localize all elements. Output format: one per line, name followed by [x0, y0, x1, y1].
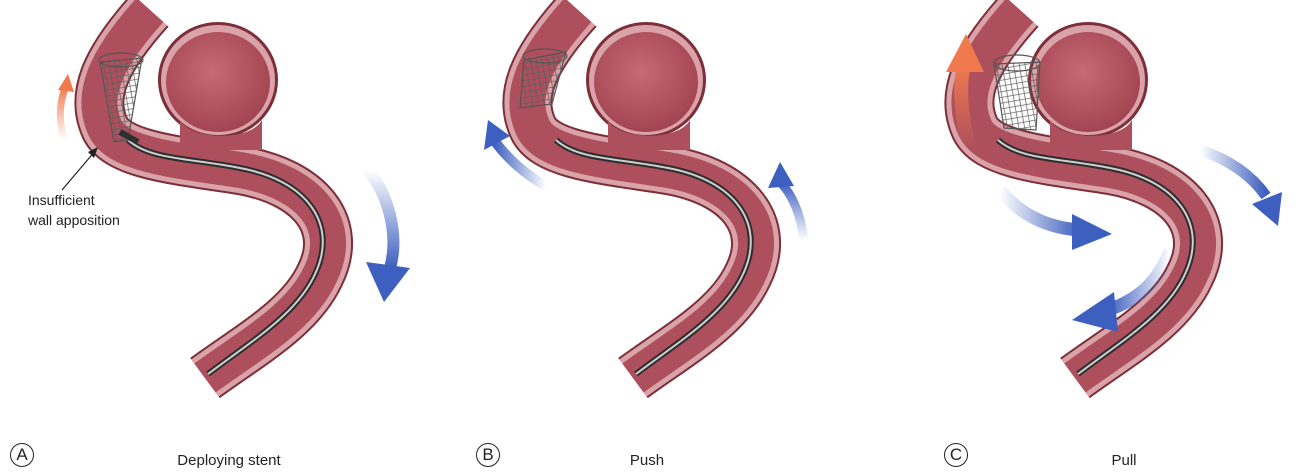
annotation-line-1: Insufficient [28, 190, 120, 210]
panel-letter-a: A [10, 443, 34, 467]
vessel-panel-c [946, 10, 1282, 378]
stent [994, 62, 1040, 130]
caption-panel-a: Deploying stent [177, 452, 280, 469]
annotation-line-2: wall apposition [28, 210, 120, 230]
blue-arrow-icon [368, 170, 393, 268]
orange-arrow-icon [961, 64, 970, 150]
panel-letter-b: B [476, 443, 500, 467]
orange-arrow-icon [60, 86, 66, 140]
blue-arrow-icon [1000, 190, 1080, 230]
panel-letter-c: C [944, 443, 968, 467]
blue-arrow-icon [1200, 150, 1266, 196]
annotation-pointer [62, 150, 96, 190]
caption-panel-c: Pull [1111, 452, 1136, 469]
annotation-label: Insufficient wall apposition [28, 190, 120, 230]
vessel-panel-b [484, 10, 804, 378]
caption-panel-b: Push [630, 452, 664, 469]
blue-arrow-icon [780, 182, 804, 240]
